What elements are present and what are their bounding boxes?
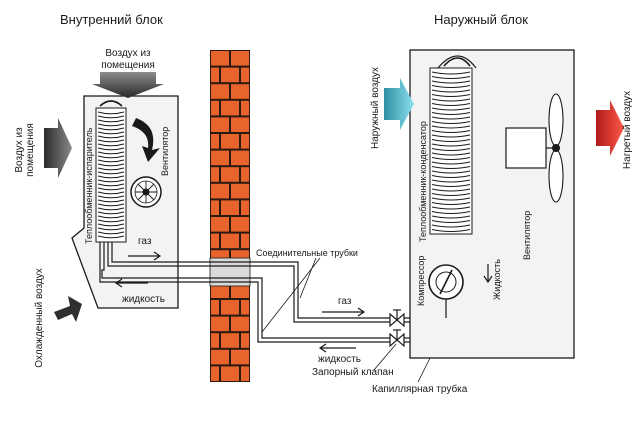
outdoor-air: Наружный воздух xyxy=(370,67,414,149)
condenser-label: Теплообменник-конденсатор xyxy=(418,121,428,242)
airflow-curved-arrow xyxy=(132,118,160,162)
brick xyxy=(221,333,239,348)
brick xyxy=(241,200,249,215)
brick xyxy=(221,233,239,249)
connection-liquid-label: жидкость xyxy=(318,354,361,365)
shutoff-valve-liquid-icon xyxy=(389,329,405,348)
capillary-tube-label: Капиллярная трубка xyxy=(372,383,468,395)
brick xyxy=(211,84,229,99)
shutoff-valve-label: Запорный клапан xyxy=(312,367,394,378)
brick xyxy=(221,167,239,182)
outdoor-gas-label: газ xyxy=(338,296,352,307)
brick xyxy=(221,100,239,116)
brick xyxy=(211,283,229,298)
brick xyxy=(241,333,249,348)
brick xyxy=(221,366,239,381)
brick xyxy=(231,183,249,199)
outdoor-fan-label: Вентилятор xyxy=(522,211,532,260)
indoor-fan-icon xyxy=(130,176,162,208)
outdoor-unit xyxy=(409,49,575,359)
brick xyxy=(231,283,249,298)
heated-air-arrow xyxy=(596,100,624,156)
outdoor-liquid-arrow xyxy=(483,264,493,284)
indoor-liquid-label: жидкость xyxy=(122,294,165,305)
indoor-gas-label: газ xyxy=(138,236,152,247)
indoor-gas-arrow xyxy=(128,251,162,261)
cooled-air-label: Охлажденный воздух xyxy=(34,268,45,368)
shutoff-valve-gas-icon xyxy=(389,309,405,328)
brick xyxy=(231,349,249,365)
room-air-side: Воздух из помещения xyxy=(14,118,72,178)
indoor-unit-title: Внутренний блок xyxy=(60,12,163,27)
brick xyxy=(211,316,229,332)
brick xyxy=(241,100,249,116)
compressor-icon xyxy=(428,264,464,318)
heated-air-label: Нагретый воздух xyxy=(622,91,633,169)
brick xyxy=(231,84,249,99)
brick xyxy=(211,300,219,315)
brick xyxy=(231,117,249,132)
brick-wall xyxy=(209,50,251,382)
brick xyxy=(241,366,249,381)
evaporator-label: Теплообменник-испаритель xyxy=(84,127,94,244)
connection-liquid-arrow xyxy=(318,343,356,353)
brick xyxy=(231,51,249,66)
brick xyxy=(211,51,229,66)
brick xyxy=(211,117,229,132)
brick xyxy=(221,67,239,83)
brick xyxy=(211,183,229,199)
brick xyxy=(241,67,249,83)
outdoor-fan-icon xyxy=(548,93,564,203)
brick xyxy=(211,349,229,365)
evaporator-coil xyxy=(95,100,127,243)
brick xyxy=(231,316,249,332)
wall-pipe-passage xyxy=(209,257,251,287)
brick xyxy=(211,67,219,83)
brick xyxy=(211,233,219,249)
room-air-side-arrow xyxy=(44,118,72,178)
wall-mortar xyxy=(210,50,250,382)
brick xyxy=(221,200,239,215)
room-air-top-line1: Воздух из xyxy=(105,48,151,59)
brick xyxy=(211,217,229,232)
connection-gas-arrow xyxy=(322,307,366,317)
brick xyxy=(211,167,219,182)
indoor-fan-label: Вентилятор xyxy=(160,127,170,176)
heated-air: Нагретый воздух xyxy=(596,91,633,169)
outdoor-air-arrow xyxy=(384,78,414,130)
brick xyxy=(211,200,219,215)
outdoor-liquid-label: Жидкость xyxy=(492,259,502,300)
condenser-coil xyxy=(429,55,477,235)
brick xyxy=(241,233,249,249)
cooled-air-arrow xyxy=(54,296,82,322)
room-air-side-line2: помещения xyxy=(25,123,36,177)
pipes-pointer-line xyxy=(261,257,321,333)
fan-motor-box xyxy=(505,127,547,169)
brick xyxy=(241,300,249,315)
brick xyxy=(211,150,229,166)
brick xyxy=(221,134,239,149)
room-air-top: Воздух из помещения xyxy=(92,48,164,98)
outdoor-unit-title: Наружный блок xyxy=(434,12,528,27)
indoor-liquid-arrow xyxy=(114,278,148,288)
compressor-label: Компрессор xyxy=(416,256,426,306)
valve-pointer-line xyxy=(373,343,397,371)
brick xyxy=(211,134,219,149)
brick xyxy=(231,217,249,232)
room-air-side-line1: Воздух из xyxy=(14,127,25,173)
cooled-air: Охлажденный воздух xyxy=(34,268,82,368)
connecting-pipes-label: Соединительные трубки xyxy=(256,248,358,258)
brick xyxy=(221,300,239,315)
room-air-top-line2: помещения xyxy=(101,60,155,71)
room-air-top-arrow xyxy=(92,72,164,98)
outdoor-air-label: Наружный воздух xyxy=(370,67,381,149)
indoor-unit xyxy=(71,95,179,309)
brick xyxy=(231,150,249,166)
brick xyxy=(241,167,249,182)
brick xyxy=(211,333,219,348)
brick xyxy=(241,134,249,149)
brick xyxy=(211,366,219,381)
brick xyxy=(211,100,219,116)
